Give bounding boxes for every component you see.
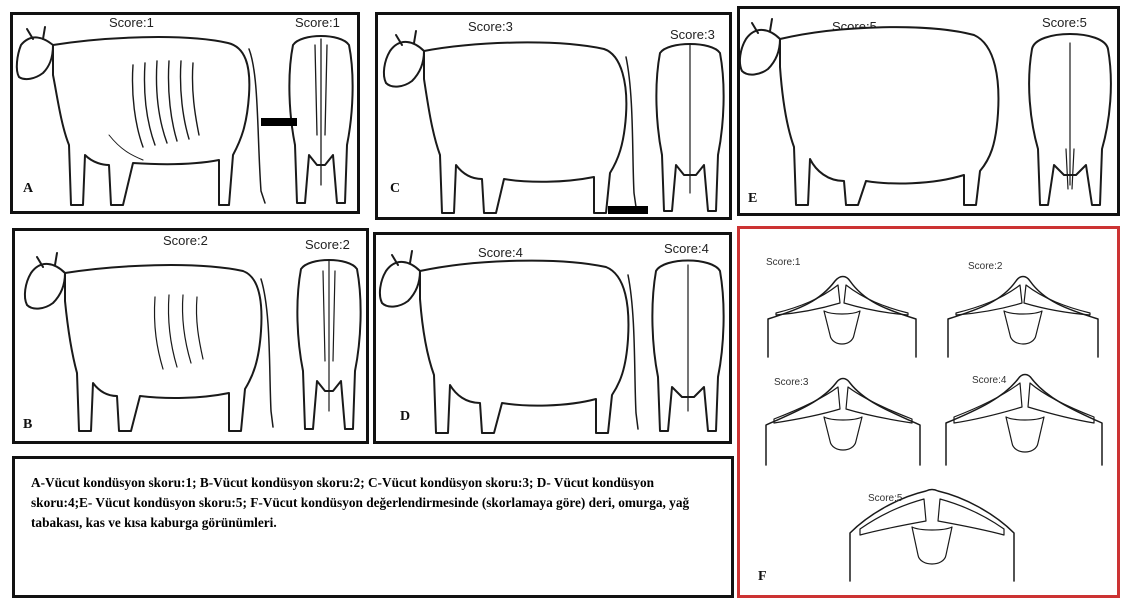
- cow-side-view-score-4: [376, 235, 646, 440]
- cross-sections: [740, 229, 1117, 595]
- cow-rear-view-score-4: [646, 235, 730, 440]
- cross-section-label: Score:2: [968, 261, 1002, 272]
- cow-rear-view-score-1: [281, 15, 360, 210]
- panel-e: Score:5 Score:5 E: [737, 6, 1120, 216]
- cross-section-score-4: [946, 375, 1102, 466]
- cross-section-score-1: [768, 277, 916, 358]
- panel-c: Score:3 Score:3 C: [375, 12, 732, 220]
- panel-b: Score:2 Score:2 B: [12, 228, 369, 444]
- panel-d: Score:4 Score:4 D: [373, 232, 732, 444]
- arrow-marker: [261, 115, 301, 129]
- cow-side-view-score-2: [15, 231, 285, 441]
- panel-f: Score:1 Score:2 Score:3 Score:4 Score:5 …: [737, 226, 1120, 598]
- cow-rear-view-score-5: [1022, 9, 1118, 214]
- panel-letter: C: [390, 181, 400, 197]
- arrow-marker: [608, 203, 652, 217]
- panel-letter: D: [400, 409, 410, 425]
- panel-letter: A: [23, 181, 33, 197]
- panel-a: Score:1 Score:1 A: [10, 12, 360, 214]
- panel-letter: F: [758, 569, 767, 585]
- caption-box: A-Vücut kondüsyon skoru:1; B-Vücut kondü…: [12, 456, 734, 598]
- cross-section-label: Score:4: [972, 375, 1006, 386]
- cow-side-view-score-1: [13, 15, 283, 210]
- cow-rear-view-score-2: [289, 231, 369, 441]
- cow-side-view-score-5: [740, 9, 1010, 214]
- cross-section-label: Score:1: [766, 257, 800, 268]
- cross-section-score-3: [766, 379, 920, 466]
- cow-side-view-score-3: [378, 15, 648, 220]
- panel-letter: B: [23, 417, 32, 433]
- cross-section-label: Score:5: [868, 493, 902, 504]
- figure-caption: A-Vücut kondüsyon skoru:1; B-Vücut kondü…: [31, 473, 717, 533]
- cross-section-label: Score:3: [774, 377, 808, 388]
- panel-letter: E: [748, 191, 757, 207]
- cross-section-score-2: [948, 277, 1098, 358]
- cow-rear-view-score-3: [650, 15, 730, 220]
